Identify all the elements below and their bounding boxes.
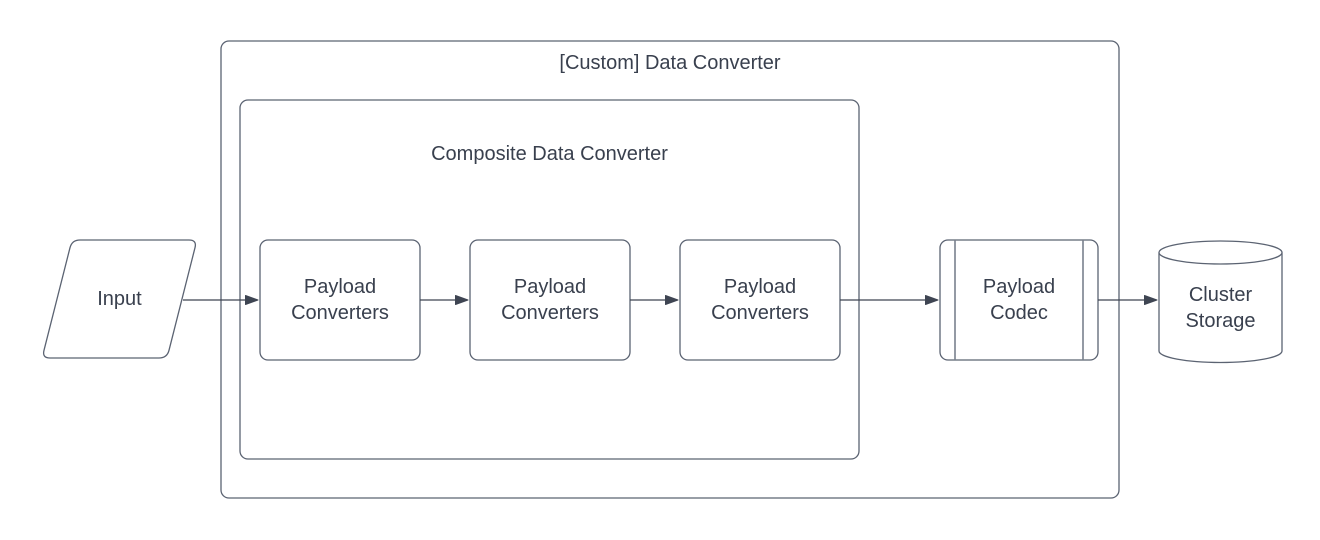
payload-converters-label-2: Payload Converters [501, 276, 599, 324]
cluster-storage-cylinder-top [1158, 240, 1283, 265]
arrowhead-converter-2-to-converter-3 [665, 295, 679, 305]
input-label: Input [97, 288, 142, 310]
arrowhead-converter-1-to-converter-2 [455, 295, 469, 305]
composite-data-converter-title: Composite Data Converter [431, 143, 668, 165]
arrowhead-input-to-converter-1 [245, 295, 259, 305]
composite-data-converter-container [239, 99, 860, 460]
payload-converters-label-3: Payload Converters [711, 276, 809, 324]
cluster-storage-cylinder [1158, 252, 1283, 364]
cluster-storage-label: Cluster Storage [1185, 284, 1256, 332]
arrowhead-codec-to-storage [1144, 295, 1158, 305]
custom-data-converter-title: [Custom] Data Converter [559, 52, 781, 74]
payload-codec-label: Payload Codec [982, 276, 1056, 324]
payload-converters-label-1: Payload Converters [291, 276, 389, 324]
input-shape [42, 239, 197, 359]
custom-data-converter-container [220, 40, 1120, 499]
arrowhead-converter-3-to-codec [925, 295, 939, 305]
